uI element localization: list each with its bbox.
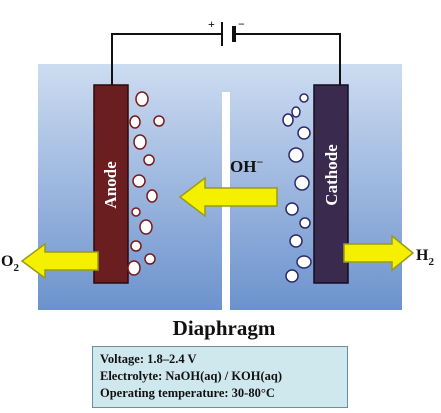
- bubble-icon: [144, 253, 156, 265]
- bubble-icon: [127, 260, 141, 276]
- bubble-icon: [297, 126, 311, 140]
- bubble-icon: [288, 147, 304, 163]
- bubble-icon: [143, 154, 155, 166]
- circuit-wire: [111, 33, 341, 86]
- hydroxide-label: OH−: [230, 155, 263, 176]
- oxygen-bubbles: [127, 91, 165, 276]
- bubble-icon: [131, 207, 141, 217]
- anode-label: Anode: [101, 161, 120, 209]
- cathode-electrode: [313, 84, 349, 284]
- bubble-icon: [299, 217, 311, 229]
- anode-electrode: [93, 84, 129, 284]
- bubble-icon: [299, 93, 309, 103]
- oxygen-label: O2: [1, 253, 19, 274]
- bubble-icon: [146, 189, 158, 203]
- bubble-icon: [139, 219, 153, 235]
- bubble-icon: [153, 115, 165, 127]
- bubble-icon: [291, 106, 301, 118]
- electrolyte-text: Electrolyte: NaOH(aq) / KOH(aq): [100, 369, 283, 383]
- battery-icon: [221, 22, 236, 46]
- bubble-icon: [129, 115, 141, 129]
- bubble-icon: [133, 134, 147, 150]
- hydrogen-arrow-icon: [343, 234, 415, 272]
- operating-conditions-box: Voltage: 1.8–2.4 V Electrolyte: NaOH(aq)…: [92, 346, 348, 408]
- positive-terminal-label: +: [208, 17, 215, 31]
- hydrogen-label: H2: [416, 247, 434, 268]
- hydroxide-arrow-icon: [178, 176, 278, 218]
- bubble-icon: [130, 240, 142, 252]
- bubble-icon: [289, 234, 303, 248]
- bubble-icon: [132, 174, 146, 188]
- temperature-text: Operating temperature: 30-80°C: [100, 386, 275, 400]
- voltage-text: Voltage: 1.8–2.4 V: [100, 352, 197, 366]
- bubble-icon: [285, 269, 299, 283]
- bubble-icon: [296, 255, 312, 269]
- bubble-icon: [294, 175, 310, 191]
- diaphragm-label: Diaphragm: [173, 316, 276, 340]
- cathode-label: Cathode: [322, 144, 341, 206]
- negative-terminal-label: −: [238, 17, 245, 31]
- bubble-icon: [285, 202, 299, 216]
- hydrogen-bubbles: [282, 93, 312, 283]
- bubble-icon: [282, 113, 294, 127]
- bubble-icon: [135, 91, 149, 107]
- oxygen-arrow-icon: [20, 242, 99, 280]
